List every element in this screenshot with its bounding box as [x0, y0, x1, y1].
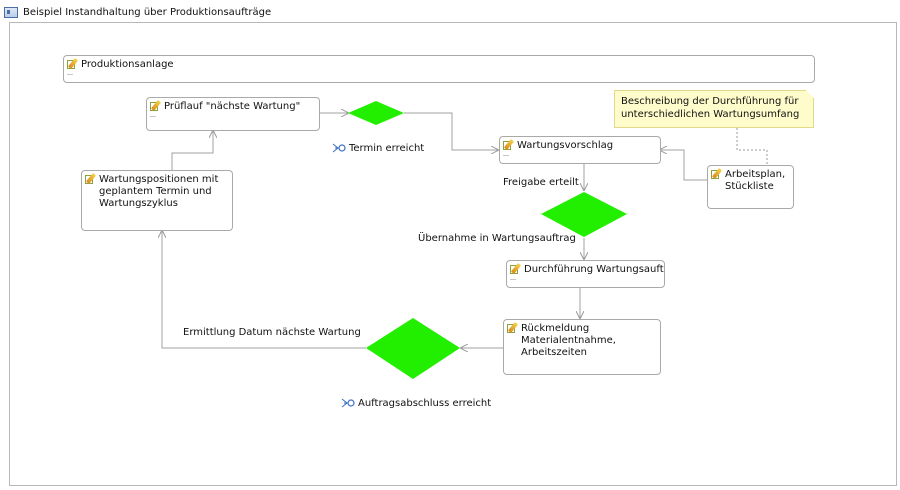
node-wartungspositionen[interactable]: Wartungspositionen mit geplantem Termin … [81, 170, 233, 231]
node-arbeitsplan[interactable]: Arbeitsplan, Stückliste [707, 165, 794, 209]
node-durchfuehrung[interactable]: Durchführung Wartungsauftrag [506, 260, 665, 288]
node-prueflauf-label: Prüflauf "nächste Wartung" [164, 101, 301, 112]
event-termin[interactable]: Termin erreicht [332, 142, 424, 154]
node-durchfuehrung-label: Durchführung Wartungsauftrag [524, 264, 665, 275]
node-underline [510, 279, 516, 280]
node-underline [503, 155, 509, 156]
label-uebernahme: Übernahme in Wartungsauftrag [418, 233, 576, 244]
edit-icon [711, 169, 722, 180]
edit-icon [510, 264, 521, 275]
node-wartungsvorschlag-label: Wartungsvorschlag [517, 140, 614, 151]
node-produktionsanlage[interactable]: Produktionsanlage [63, 55, 815, 83]
label-freigabe: Freigabe erteilt [503, 177, 579, 188]
node-prueflauf[interactable]: Prüflauf "nächste Wartung" [146, 97, 320, 131]
event-auftragsabschluss-label: Auftragsabschluss erreicht [358, 397, 492, 409]
node-rueckmeldung[interactable]: Rückmeldung Materialentnahme, Arbeitszei… [503, 319, 661, 375]
node-underline [67, 74, 73, 75]
annotation-note[interactable]: Beschreibung der Durchführung für unters… [614, 90, 814, 128]
window-titlebar: Beispiel Instandhaltung über Produktions… [4, 4, 271, 20]
edit-icon [85, 174, 96, 185]
event-icon [341, 398, 355, 408]
node-rueckmeldung-label: Rückmeldung Materialentnahme, Arbeitszei… [521, 323, 616, 358]
label-ermittlung: Ermittlung Datum nächste Wartung [183, 327, 361, 338]
node-arbeitsplan-label: Arbeitsplan, Stückliste [725, 169, 786, 192]
edit-icon [67, 59, 78, 70]
edit-icon [150, 101, 161, 112]
node-underline [150, 116, 156, 117]
node-wartungsvorschlag[interactable]: Wartungsvorschlag [499, 136, 661, 164]
diagram-icon [4, 6, 18, 18]
node-wartungspositionen-label: Wartungspositionen mit geplantem Termin … [99, 174, 219, 209]
window-title: Beispiel Instandhaltung über Produktions… [23, 6, 272, 18]
event-auftragsabschluss[interactable]: Auftragsabschluss erreicht [341, 397, 491, 409]
event-termin-label: Termin erreicht [349, 142, 425, 154]
edit-icon [507, 323, 518, 334]
annotation-note-text: Beschreibung der Durchführung für unters… [621, 96, 800, 120]
event-icon [332, 143, 346, 153]
node-produktionsanlage-label: Produktionsanlage [81, 59, 174, 70]
edit-icon [503, 140, 514, 151]
